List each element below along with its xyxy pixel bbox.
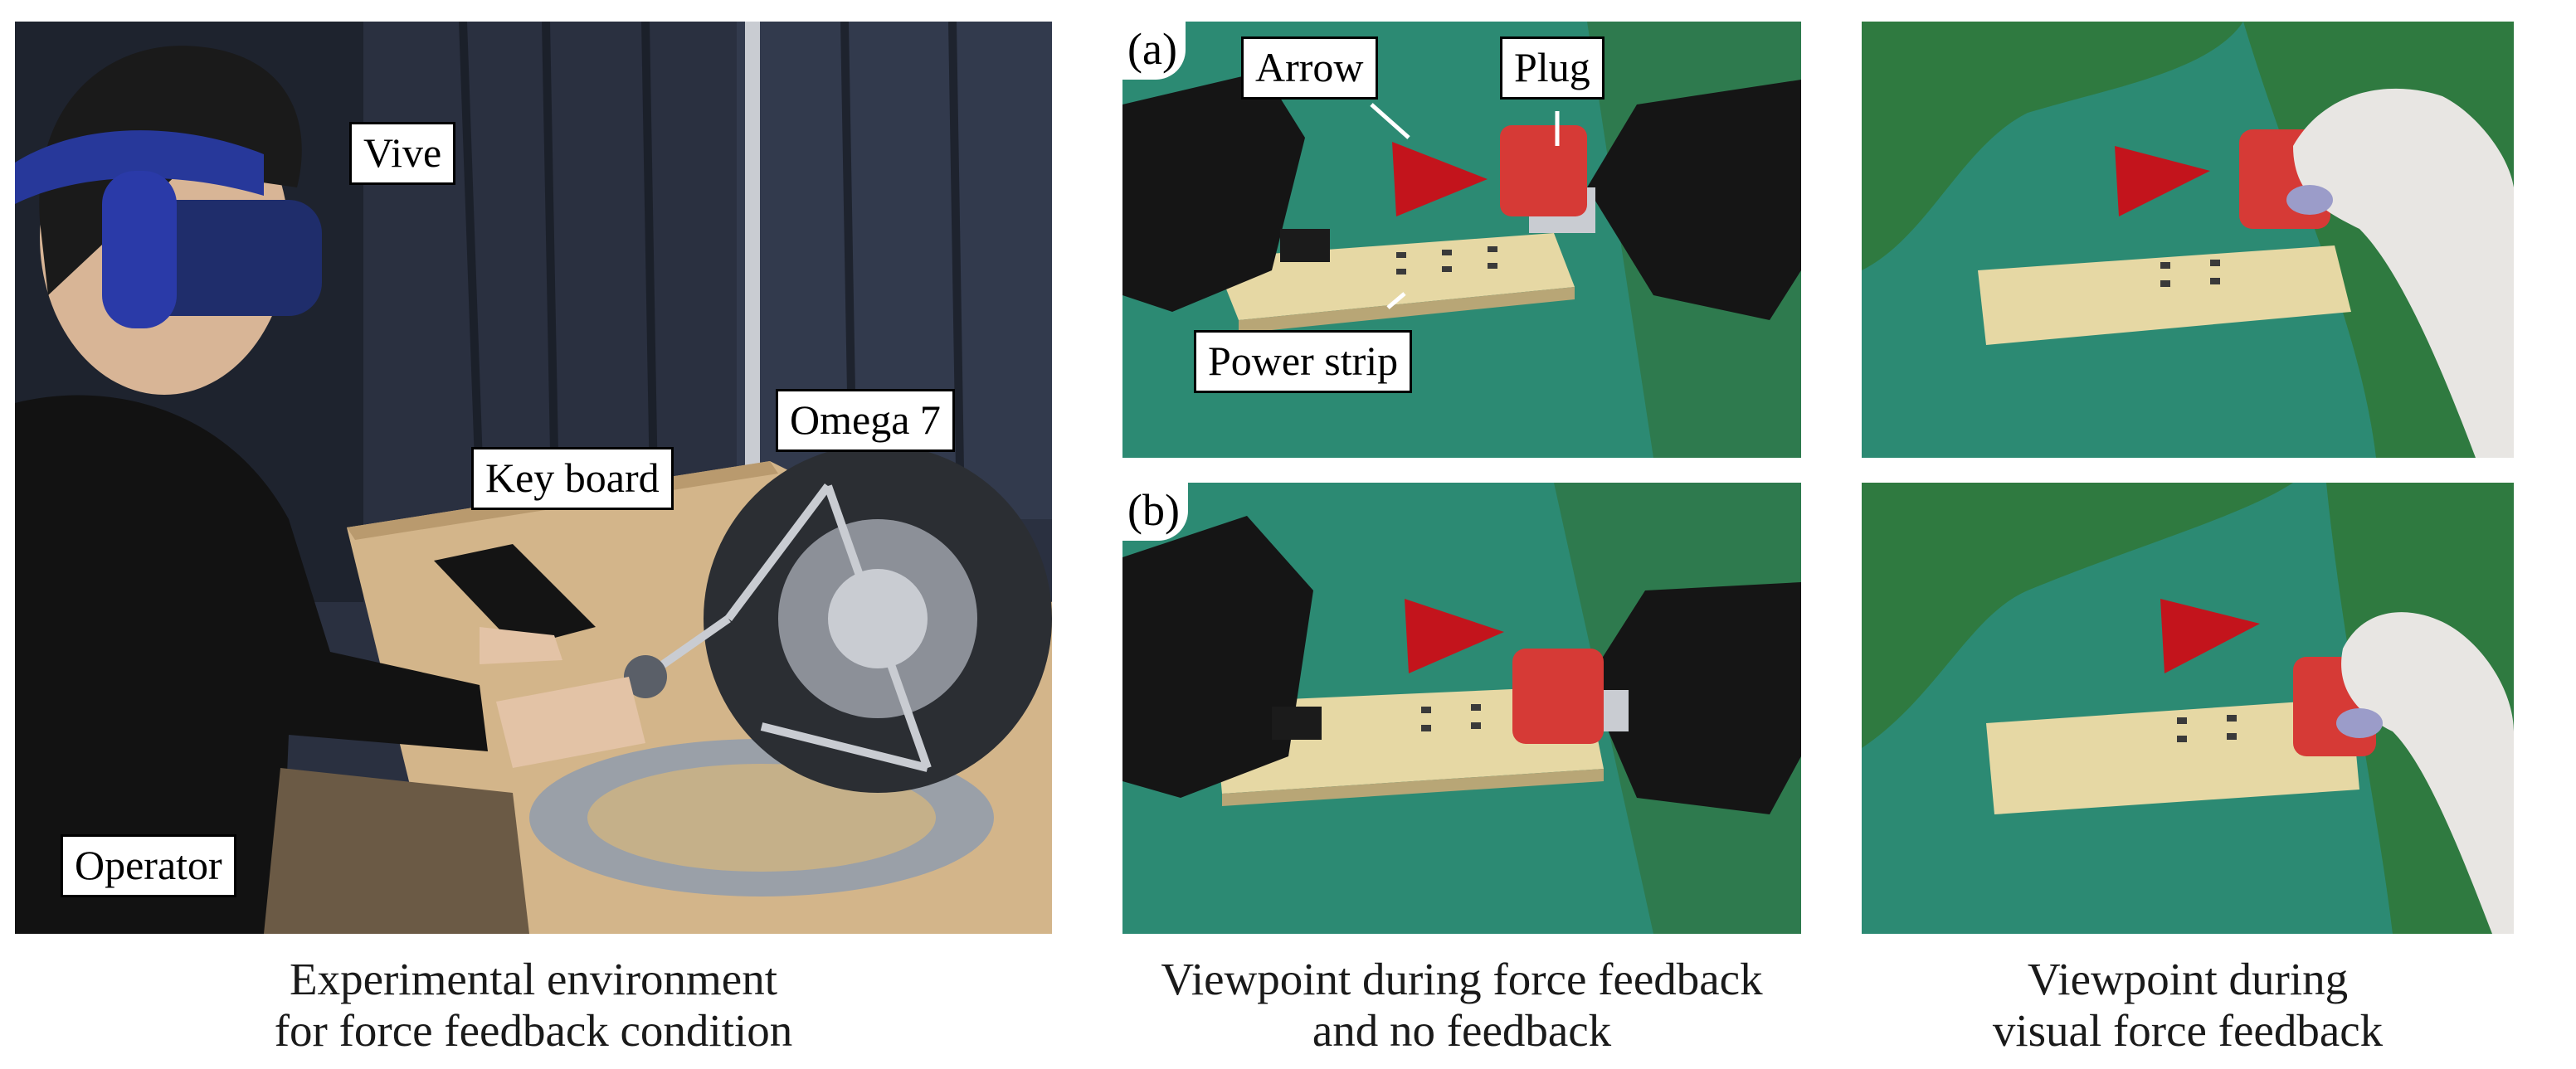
vive-label: Vive [349,122,456,185]
power-strip-label: Power strip [1194,330,1413,393]
label-leader-lines [1370,103,1560,309]
caption-left-line-1: Experimental environment [289,954,777,1004]
visual-feedback-scene-top [1862,22,2514,458]
caption-middle-line-1: Viewpoint during force feedback [1161,954,1763,1004]
keyboard-label: Key board [471,447,674,510]
caption-force-feedback-viewpoint: Viewpoint during force feedback and no f… [1112,954,1812,1057]
viewpoint-a-image: (a) Arrow Plug Power strip [1122,22,1801,458]
caption-experimental-environment: Experimental environment for force feedb… [15,954,1052,1057]
caption-left-line-2: for force feedback condition [274,1005,793,1056]
operator-label: Operator [61,834,236,897]
viewpoint-b-image: (b) [1122,483,1801,934]
caption-visual-feedback-viewpoint: Viewpoint during visual force feedback [1862,954,2514,1057]
visual-feedback-scene-bottom [1862,483,2514,934]
arrow-label: Arrow [1241,36,1378,100]
environment-illustration [15,22,1052,934]
viewpoint-b-scene [1122,483,1801,934]
experimental-environment-photo: Vive Omega 7 Key board Operator [15,22,1052,934]
caption-middle-line-2: and no feedback [1312,1005,1612,1056]
omega-7-label: Omega 7 [776,389,955,452]
caption-right-line-1: Viewpoint during [2027,954,2349,1004]
panel-a-tag: (a) [1122,22,1186,80]
panel-b-tag: (b) [1122,483,1188,541]
caption-right-line-2: visual force feedback [1992,1005,2384,1056]
visual-feedback-view-top [1862,22,2514,458]
plug-label: Plug [1500,36,1605,100]
visual-feedback-view-bottom [1862,483,2514,934]
